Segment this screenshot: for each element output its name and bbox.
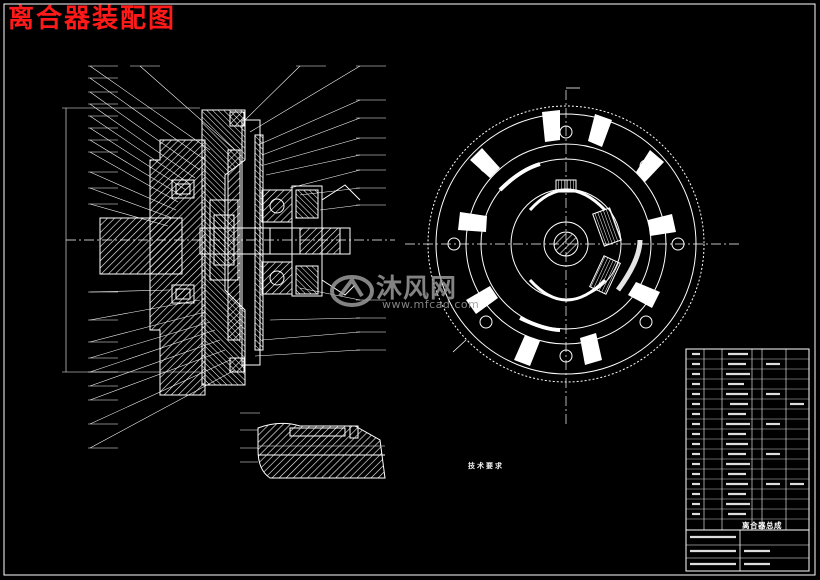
title-block <box>685 348 810 572</box>
technical-requirements-title: 技术要求 <box>468 461 504 470</box>
sectional-view <box>62 65 395 449</box>
drawing-frame <box>3 3 816 576</box>
detail-view <box>240 412 386 479</box>
watermark: 沐风网 www.mfcad.com <box>328 268 488 314</box>
watermark-url: www.mfcad.com <box>382 298 480 311</box>
page-title: 离合器装配图 <box>8 4 177 34</box>
title-block-drawing-name: 离合器总成 <box>742 521 782 530</box>
watermark-logo <box>330 275 374 307</box>
watermark-brand: 沐风网 <box>376 274 458 304</box>
end-view <box>405 87 740 425</box>
